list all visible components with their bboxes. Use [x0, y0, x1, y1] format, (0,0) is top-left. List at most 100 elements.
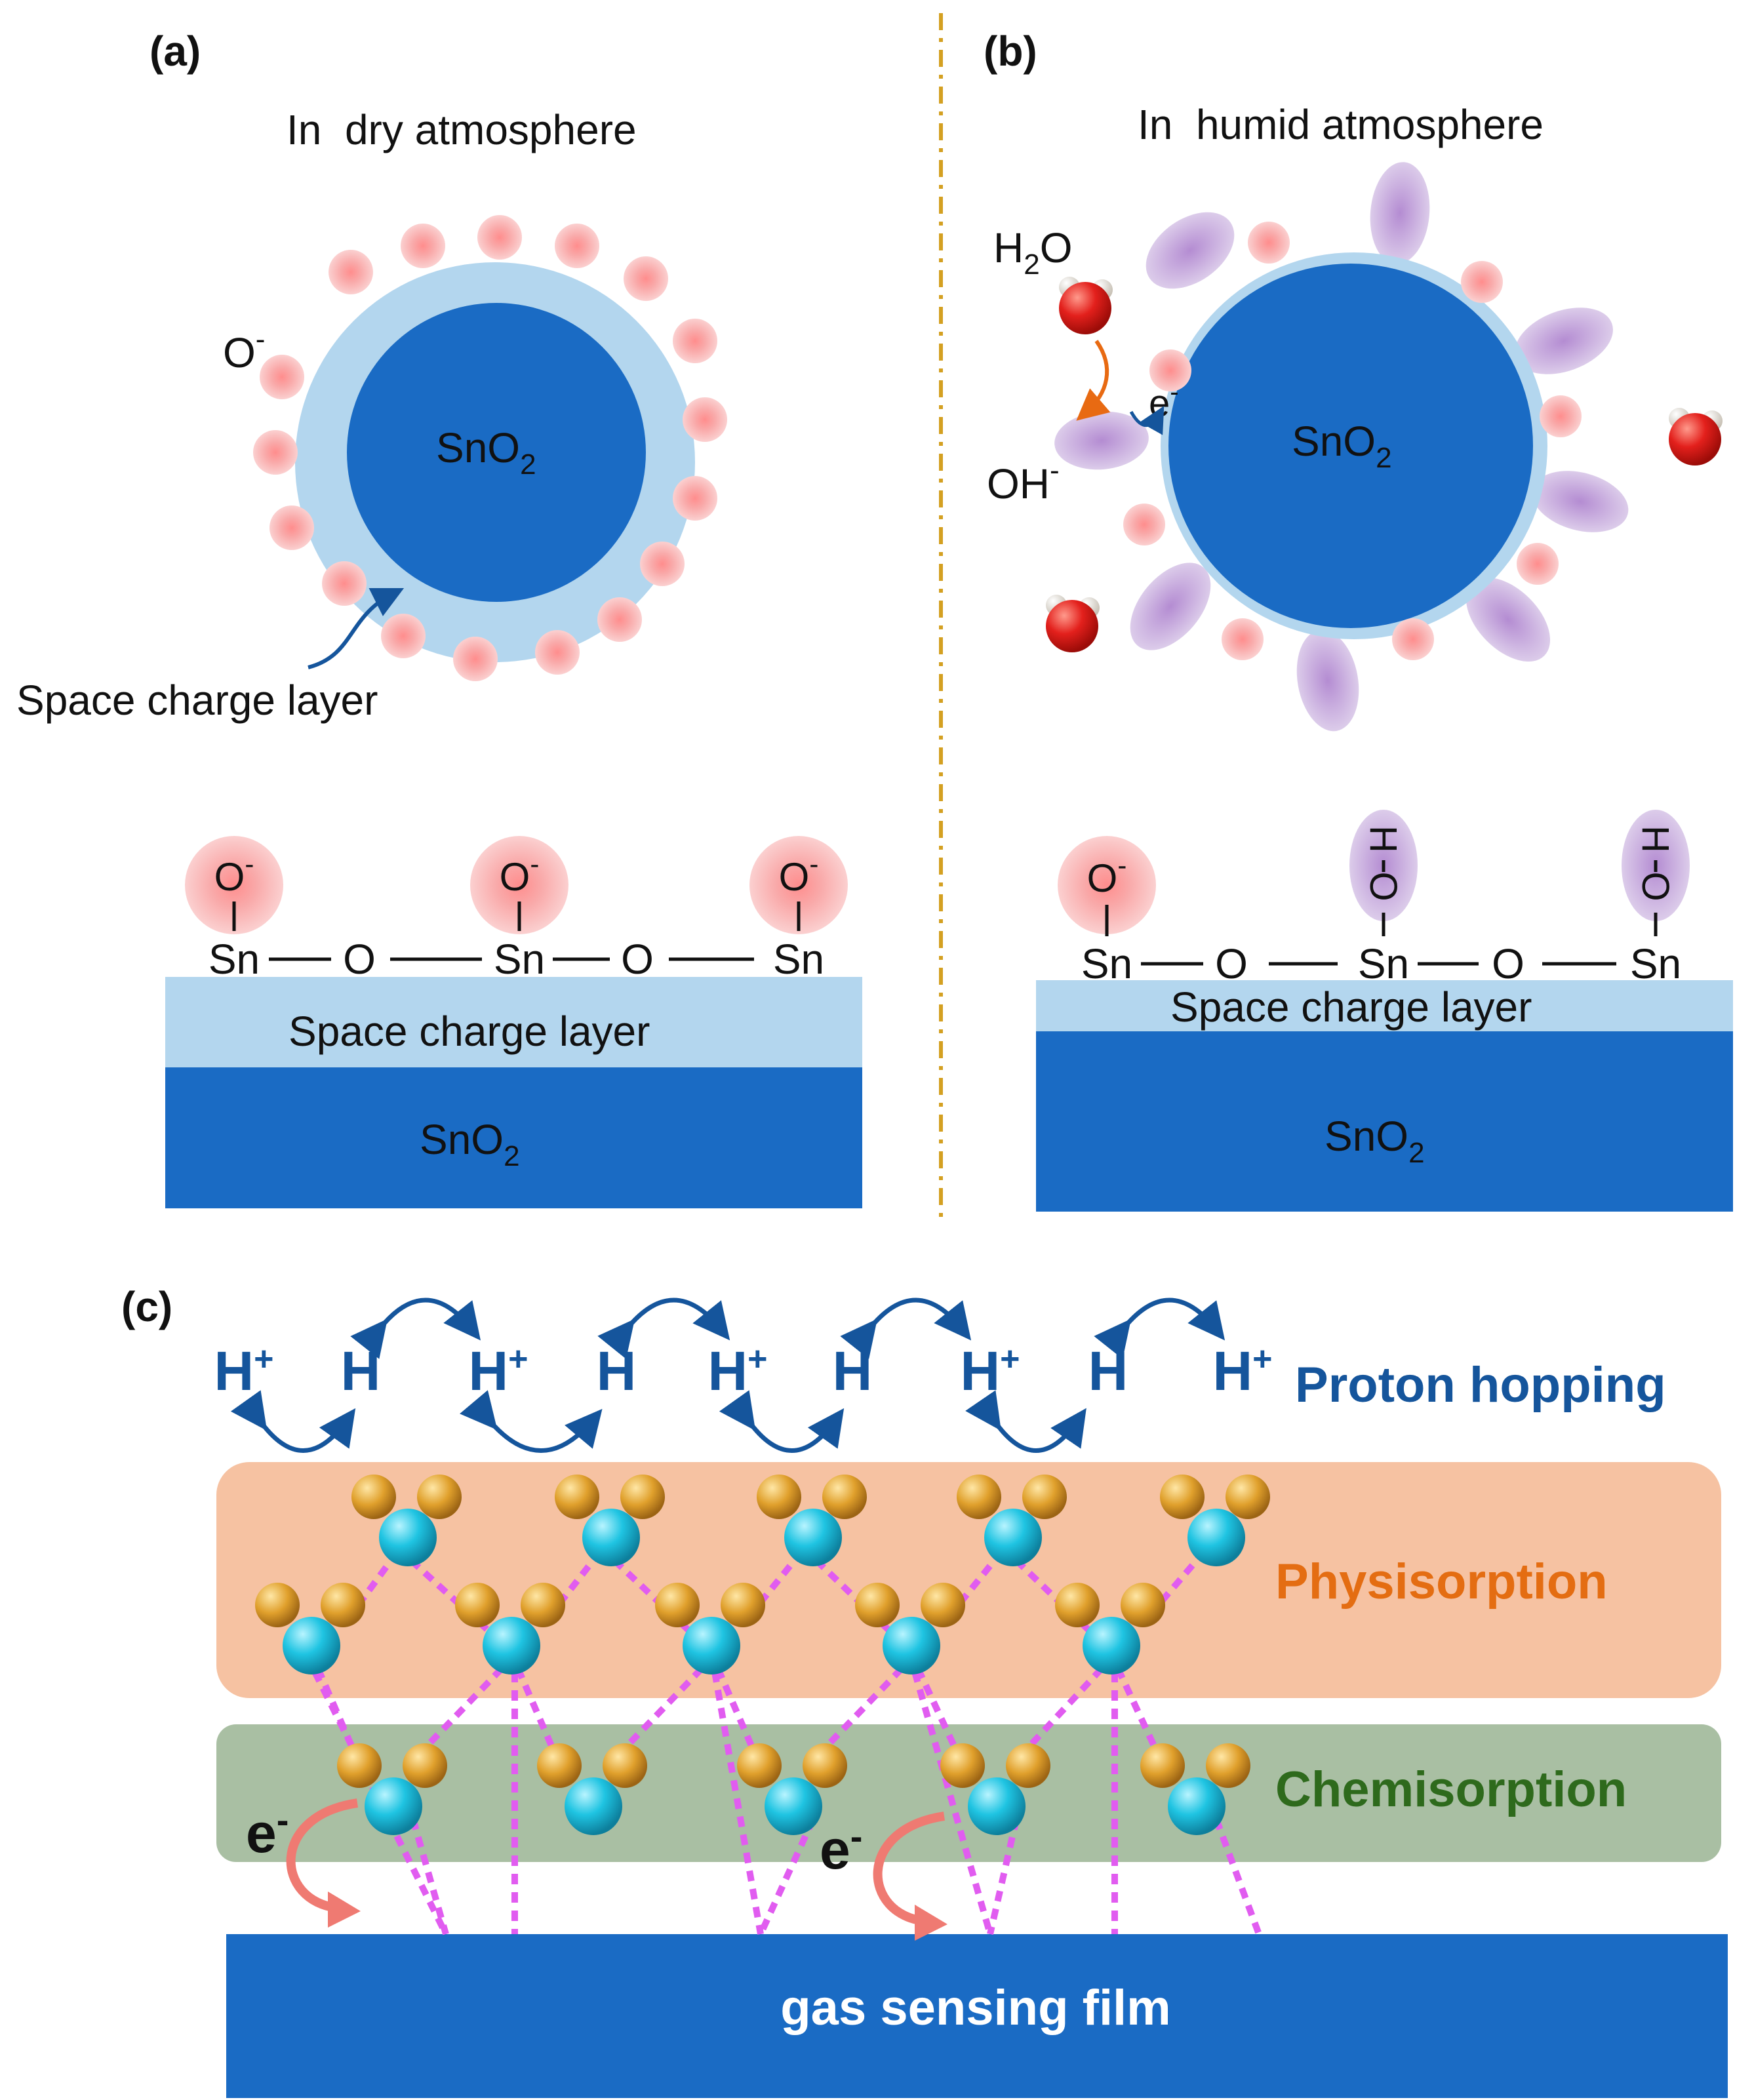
oxygen-ion-label: O-	[214, 848, 254, 899]
hydrogen-atom	[957, 1475, 1001, 1519]
water-molecule	[455, 1583, 565, 1674]
oxygen-atom	[365, 1777, 422, 1835]
oxygen-ion	[1461, 261, 1503, 303]
oxygen-ion	[477, 215, 522, 260]
hopping-species: H+	[214, 1340, 273, 1402]
hydroxyl-group	[1370, 162, 1430, 264]
hydrogen-atom	[655, 1583, 700, 1627]
electron-label: e-	[820, 1815, 862, 1880]
tin-atom: Sn	[1081, 940, 1132, 987]
oxygen-ion-halo	[185, 836, 283, 934]
bridging-oxygen: O	[1492, 940, 1525, 987]
hydrogen-atom	[537, 1743, 582, 1788]
oxygen-atom	[968, 1777, 1026, 1835]
oxygen-ion	[1392, 618, 1434, 660]
hopping-species: H+	[468, 1340, 528, 1402]
water-molecule	[940, 1743, 1050, 1835]
sno2-core	[347, 303, 646, 602]
hopping-arrow	[350, 1298, 481, 1359]
hydrogen-atom	[921, 1583, 965, 1627]
hydrogen-atom	[757, 1475, 801, 1519]
hopping-species: H	[1088, 1340, 1128, 1402]
bridging-oxygen: O	[621, 936, 654, 983]
oxygen-ion	[322, 561, 367, 606]
water-molecule	[1046, 595, 1100, 652]
oxygen-atom	[582, 1509, 640, 1566]
oxygen-ion	[1517, 543, 1559, 585]
water-molecule	[957, 1475, 1067, 1566]
water-molecule	[1160, 1475, 1270, 1566]
hydrogen-atom	[803, 1743, 847, 1788]
oxygen-ion	[453, 637, 498, 681]
film-label: gas sensing film	[780, 1980, 1171, 2036]
water-molecule	[351, 1475, 462, 1566]
oxygen-ion	[1248, 222, 1290, 264]
hydrogen-atom	[455, 1583, 500, 1627]
oxygen-atom	[765, 1777, 822, 1835]
slab-space-charge-label: Space charge layer	[289, 1008, 650, 1055]
panel-b-particle: SnO2 H2O OH- e-	[987, 162, 1723, 732]
space-charge-label: Space charge layer	[16, 677, 378, 724]
hopping-species: H+	[960, 1340, 1020, 1402]
hydrogen-bond	[1155, 1535, 1219, 1609]
space-charge-pointer	[308, 587, 405, 669]
hydrogen-atom	[1206, 1743, 1250, 1788]
oxygen-atom	[379, 1509, 437, 1566]
bridging-oxygen: O	[343, 936, 376, 983]
oxygen-atom	[283, 1617, 340, 1674]
gas-sensing-film	[226, 1934, 1728, 2098]
oxygen-ion	[640, 542, 685, 586]
water-molecule	[337, 1743, 447, 1835]
hopping-species: H	[341, 1340, 381, 1402]
hydrogen-bond	[911, 1671, 993, 1935]
hydrogen-bond	[711, 1671, 764, 1935]
oxygen-ion-label: O-	[223, 323, 265, 376]
hydroxyl-group	[1296, 629, 1359, 732]
hydrogen-bond	[757, 1817, 816, 1936]
tin-atom: Sn	[1358, 940, 1409, 987]
oxygen-atom	[565, 1777, 622, 1835]
panel-a-label: (a)	[149, 28, 201, 75]
hopping-species: H+	[1212, 1340, 1272, 1402]
physisorption-label: Physisorption	[1275, 1554, 1608, 1610]
oxygen-ion	[1222, 618, 1264, 660]
hopping-species: H	[597, 1340, 637, 1402]
oxygen-ion	[535, 630, 580, 675]
hydrogen-atom	[721, 1583, 765, 1627]
hydrogen-atom	[1226, 1475, 1270, 1519]
hydrogen-bond	[610, 1666, 704, 1763]
water-molecule	[1140, 1743, 1250, 1835]
hydrogen-bond	[311, 1670, 449, 1936]
electron-transfer: e-e-	[246, 1798, 947, 1941]
water-molecule	[255, 1583, 365, 1674]
hydrogen-bond	[1213, 1818, 1262, 1935]
hydrogen-atom	[255, 1583, 300, 1627]
tin-atom: Sn	[494, 936, 545, 983]
oxygen-ion-halo	[470, 836, 568, 934]
oxygen-atom	[683, 1617, 740, 1674]
hydrogen-bond	[410, 1818, 449, 1935]
oxygen-ion	[683, 397, 727, 442]
water-molecule	[1055, 1583, 1165, 1674]
hydrogen-atom	[403, 1743, 447, 1788]
hopping-species: H+	[708, 1340, 767, 1402]
water-molecule	[737, 1743, 847, 1835]
hydrogen-bond	[755, 1535, 816, 1609]
water-molecule	[555, 1475, 665, 1566]
electron-label: e-	[246, 1799, 289, 1864]
hydrogen-bond	[555, 1535, 614, 1609]
oxygen-ion	[1149, 349, 1191, 391]
hydrogen-atom	[1022, 1475, 1067, 1519]
bridging-oxygen: O	[1215, 940, 1248, 987]
hopping-arrow	[460, 1390, 603, 1453]
oxygen-atom	[1059, 282, 1111, 334]
tin-atom: Sn	[1630, 940, 1681, 987]
hopping-arrow	[719, 1390, 845, 1453]
water-molecule	[537, 1743, 647, 1835]
water-to-hydroxyl-arrow	[1076, 340, 1111, 421]
oxygen-ion	[401, 224, 445, 268]
hydrogen-atom	[620, 1475, 665, 1519]
